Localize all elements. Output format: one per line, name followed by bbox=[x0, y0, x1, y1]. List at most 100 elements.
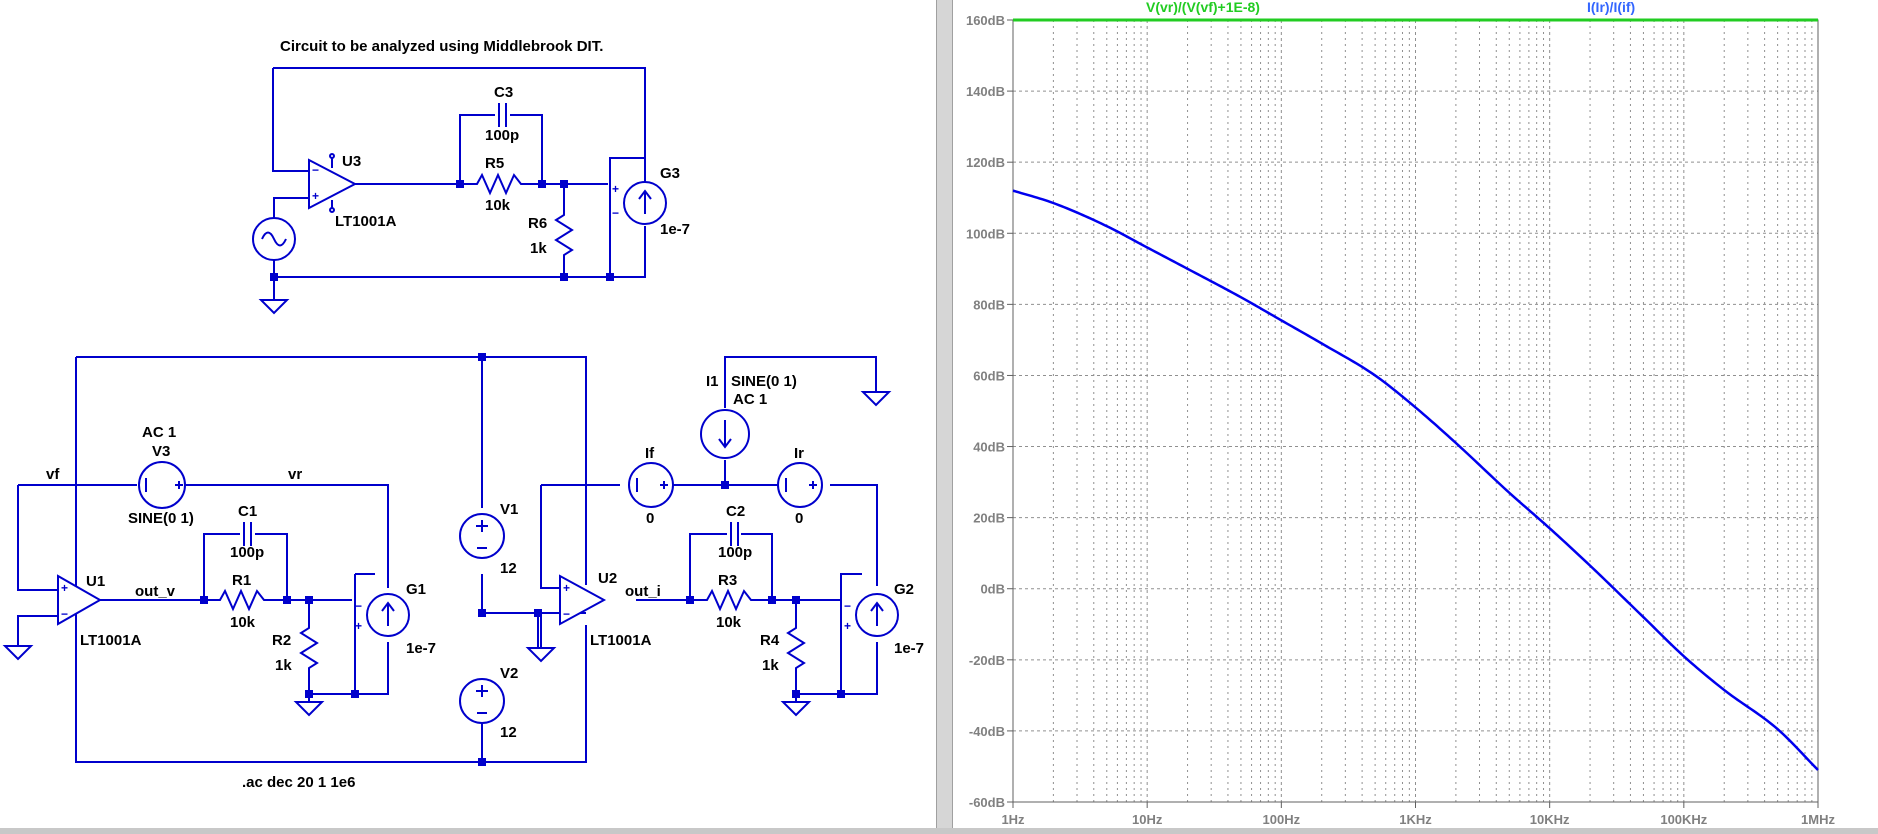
x-tick-label: 100KHz bbox=[1660, 812, 1707, 827]
value-if: 0 bbox=[646, 510, 654, 527]
ref-u2: U2 bbox=[598, 570, 617, 587]
voltage-source-v1 bbox=[459, 513, 505, 559]
value-c2: 100p bbox=[718, 544, 752, 561]
waveform-viewer[interactable]: 160dB 140dB 120dB 100dB 80dB 60dB 40dB 20dB 0dB -… bbox=[953, 0, 1878, 828]
svg-text:−: − bbox=[61, 607, 68, 621]
ref-v1: V1 bbox=[500, 501, 518, 518]
ref-c3: C3 bbox=[494, 84, 513, 101]
ref-v3: V3 bbox=[152, 443, 170, 460]
ref-v2: V2 bbox=[500, 665, 518, 682]
value-r6: 1k bbox=[530, 240, 547, 257]
ac-i1: AC 1 bbox=[733, 391, 767, 408]
node-label-out-v: out_v bbox=[135, 583, 176, 600]
svg-text:+: + bbox=[355, 619, 362, 633]
schematic-editor[interactable]: − + + − + − bbox=[0, 0, 936, 834]
value-c1: 100p bbox=[230, 544, 264, 561]
ac-v3: AC 1 bbox=[142, 424, 176, 441]
svg-text:+: + bbox=[61, 581, 68, 595]
node-label-vf: vf bbox=[46, 466, 60, 483]
value-r3: 10k bbox=[716, 614, 742, 631]
value-g1: 1e-7 bbox=[406, 640, 436, 657]
opamp-u3 bbox=[308, 158, 358, 210]
ref-i1: I1 bbox=[706, 373, 719, 390]
node-label-vr: vr bbox=[288, 466, 302, 483]
svg-text:+: + bbox=[312, 189, 319, 203]
y-tick-label: 60dB bbox=[973, 368, 1005, 383]
model-u2: LT1001A bbox=[590, 632, 652, 649]
ref-c2: C2 bbox=[726, 503, 745, 520]
y-axis-ticks: 160dB 140dB 120dB 100dB 80dB 60dB 40dB 20dB 0dB -… bbox=[966, 13, 1013, 810]
node-label-out-i: out_i bbox=[625, 583, 661, 600]
ref-c1: C1 bbox=[238, 503, 257, 520]
x-tick-label: 100Hz bbox=[1263, 812, 1301, 827]
x-tick-label: 1KHz bbox=[1399, 812, 1432, 827]
svg-text:+: + bbox=[844, 619, 851, 633]
trace-label-ir-if[interactable]: I(Ir)/I(if) bbox=[1587, 0, 1635, 15]
ref-r5: R5 bbox=[485, 155, 504, 172]
value-ir: 0 bbox=[795, 510, 803, 527]
value-g3: 1e-7 bbox=[660, 221, 690, 238]
y-tick-label: 0dB bbox=[980, 582, 1005, 597]
ref-g2: G2 bbox=[894, 581, 914, 598]
y-tick-label: 140dB bbox=[966, 84, 1005, 99]
voltage-source-v2 bbox=[459, 678, 505, 724]
ref-r2: R2 bbox=[272, 632, 291, 649]
ref-ir: Ir bbox=[794, 445, 804, 462]
pane-splitter[interactable] bbox=[936, 0, 953, 834]
y-tick-label: 160dB bbox=[966, 13, 1005, 28]
opamp-u1 bbox=[57, 574, 103, 626]
y-tick-label: -20dB bbox=[969, 653, 1005, 668]
ref-u1: U1 bbox=[86, 573, 105, 590]
x-tick-label: 10KHz bbox=[1530, 812, 1570, 827]
svg-text:−: − bbox=[844, 599, 851, 613]
svg-text:−: − bbox=[563, 607, 570, 621]
opamp-u2 bbox=[559, 574, 607, 626]
value-g2: 1e-7 bbox=[894, 640, 924, 657]
y-tick-label: -40dB bbox=[969, 724, 1005, 739]
ref-g3: G3 bbox=[660, 165, 680, 182]
plot-grid bbox=[1013, 20, 1818, 802]
trace-label-vr-vf[interactable]: V(vr)/(V(vf)+1E-8) bbox=[1146, 0, 1260, 15]
value-r5: 10k bbox=[485, 197, 511, 214]
schematic-canvas[interactable]: − + + − + − bbox=[0, 0, 936, 834]
ac-directive[interactable]: .ac dec 20 1 1e6 bbox=[242, 774, 355, 791]
svg-text:+: + bbox=[563, 581, 570, 595]
value-c3: 100p bbox=[485, 127, 519, 144]
y-tick-label: 40dB bbox=[973, 440, 1005, 455]
func-v3: SINE(0 1) bbox=[128, 510, 194, 527]
ref-g1: G1 bbox=[406, 581, 426, 598]
func-i1: SINE(0 1) bbox=[731, 373, 797, 390]
y-tick-label: -60dB bbox=[969, 795, 1005, 810]
bode-plot[interactable]: 160dB 140dB 120dB 100dB 80dB 60dB 40dB 20dB 0dB -… bbox=[953, 0, 1878, 828]
y-tick-label: 20dB bbox=[973, 511, 1005, 526]
model-u1: LT1001A bbox=[80, 632, 142, 649]
x-tick-label: 1Hz bbox=[1001, 812, 1025, 827]
ref-r6: R6 bbox=[528, 215, 547, 232]
current-meter-ir bbox=[777, 462, 823, 508]
schematic-title-note: Circuit to be analyzed using Middlebrook… bbox=[280, 38, 603, 55]
value-v2: 12 bbox=[500, 724, 517, 741]
y-tick-label: 80dB bbox=[973, 297, 1005, 312]
ref-r4: R4 bbox=[760, 632, 780, 649]
x-axis-ticks: 1Hz 10Hz 100Hz 1KHz 10KHz 100KHz 1MHz bbox=[1001, 802, 1835, 827]
y-tick-label: 100dB bbox=[966, 226, 1005, 241]
value-r4: 1k bbox=[762, 657, 779, 674]
svg-text:−: − bbox=[612, 206, 619, 220]
y-tick-label: 120dB bbox=[966, 155, 1005, 170]
voltage-source-v3 bbox=[138, 461, 186, 509]
value-v1: 12 bbox=[500, 560, 517, 577]
svg-text:+: + bbox=[612, 182, 619, 196]
svg-text:−: − bbox=[355, 599, 362, 613]
ref-r1: R1 bbox=[232, 572, 251, 589]
series-line[interactable] bbox=[1012, 189, 1819, 771]
value-r2: 1k bbox=[275, 657, 292, 674]
svg-text:−: − bbox=[312, 163, 319, 177]
value-r1: 10k bbox=[230, 614, 256, 631]
ref-u3: U3 bbox=[342, 153, 361, 170]
status-bar bbox=[0, 828, 1878, 834]
x-tick-label: 10Hz bbox=[1132, 812, 1163, 827]
plot-series bbox=[1012, 189, 1819, 771]
x-tick-label: 1MHz bbox=[1801, 812, 1835, 827]
current-meter-if bbox=[628, 462, 674, 508]
ref-if: If bbox=[645, 445, 655, 462]
